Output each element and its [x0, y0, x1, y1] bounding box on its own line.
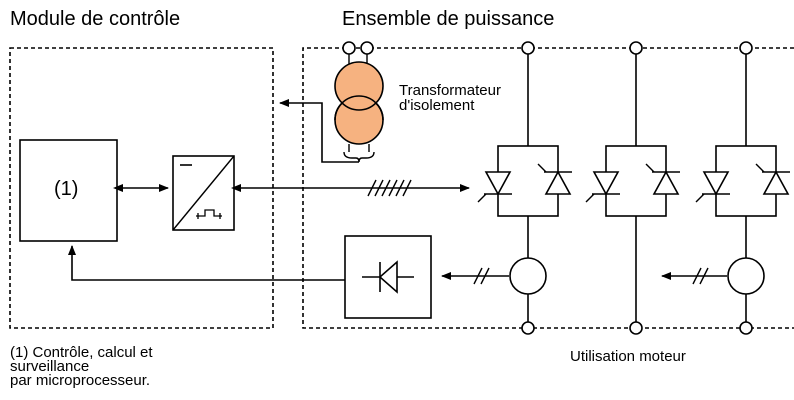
control-module-title: Module de contrôle	[10, 8, 181, 30]
motor-label: Utilisation moteur	[570, 348, 686, 365]
transformer	[279, 41, 384, 163]
power-assembly-title: Ensemble de puissance	[342, 8, 555, 30]
footnote-line1: (1) Contrôle, calcul et	[10, 344, 153, 361]
footnote-line3: par microprocesseur.	[10, 372, 151, 389]
phase-1	[477, 41, 572, 335]
transformer-label-line2: d'isolement	[399, 97, 475, 114]
transformer-label-line1: Transformateur	[399, 82, 501, 99]
rectifier-block	[344, 235, 432, 319]
control-block	[19, 139, 118, 242]
phase-3	[695, 41, 790, 335]
control-block-label: (1)	[54, 178, 79, 200]
sensor-link-3	[661, 267, 727, 285]
footnote-line2: surveillance	[10, 358, 90, 375]
converter-block	[172, 155, 235, 231]
phase-2	[585, 41, 680, 335]
sensor-link-1	[441, 267, 509, 285]
bus-slashes	[367, 179, 412, 197]
feedback-to-block1	[68, 245, 345, 281]
